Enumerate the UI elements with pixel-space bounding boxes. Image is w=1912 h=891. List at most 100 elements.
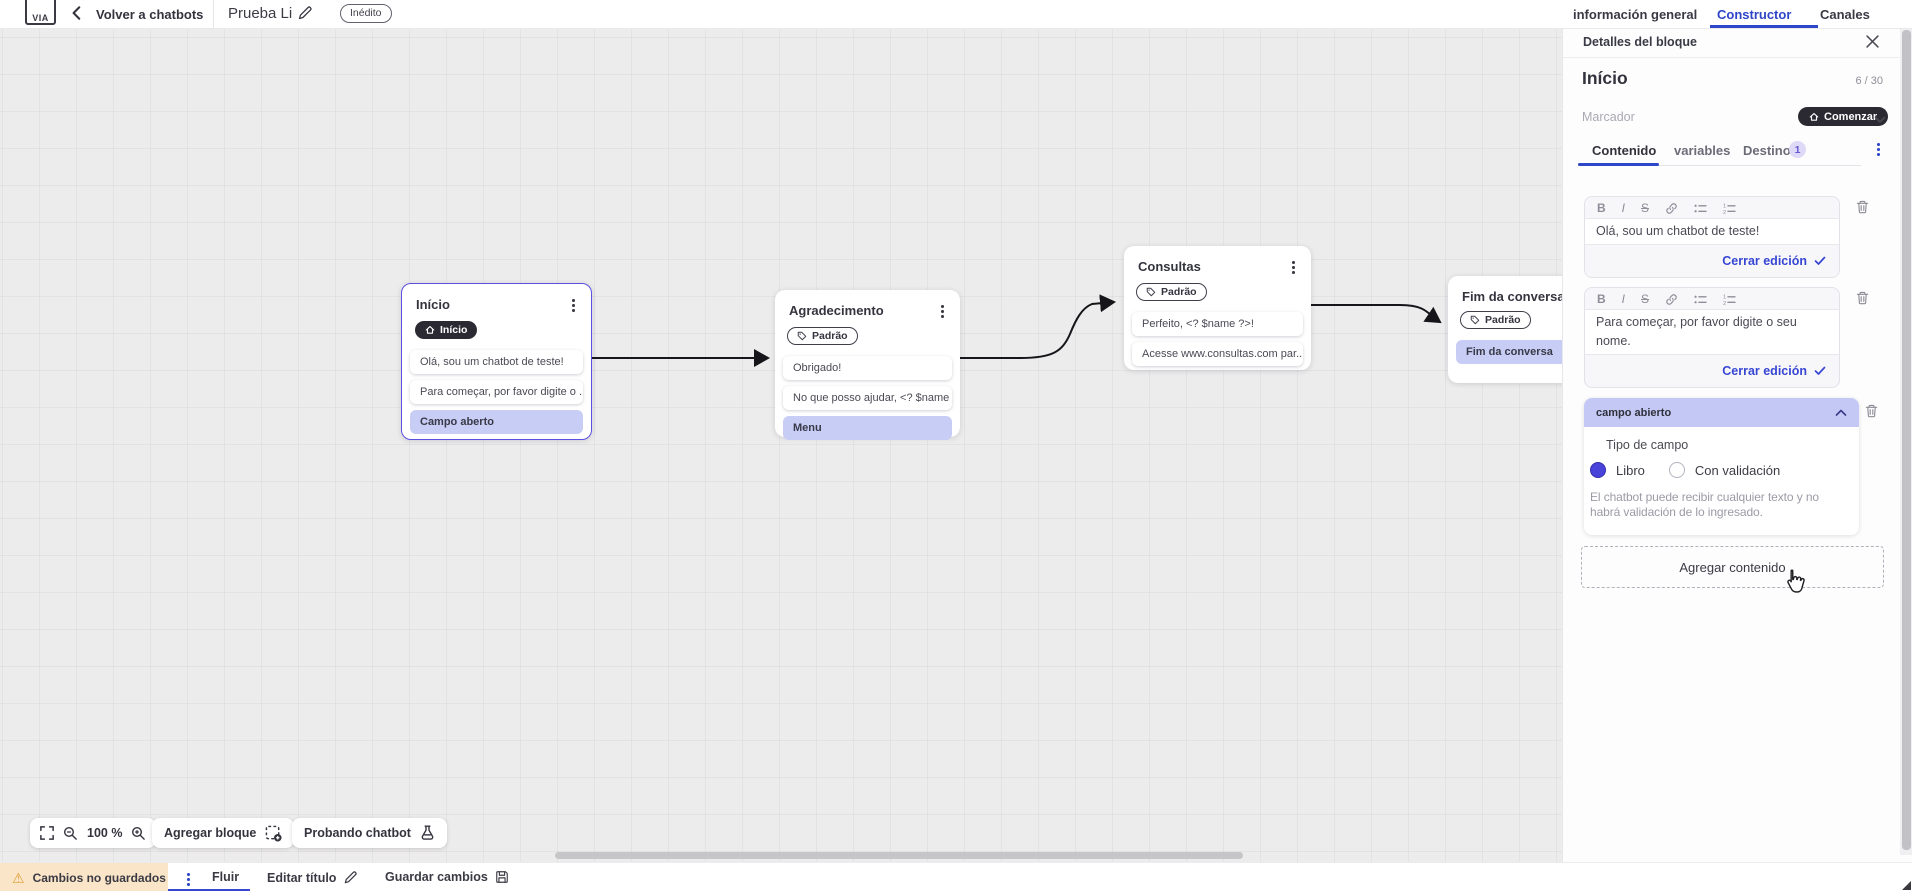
tab-fluir[interactable]: Fluir — [212, 870, 240, 884]
edit-title-icon[interactable] — [297, 5, 313, 26]
save-changes-button[interactable]: Guardar cambios — [385, 870, 509, 884]
block-item-selected[interactable]: Menu — [783, 415, 952, 440]
italic-icon[interactable]: I — [1621, 201, 1626, 215]
close-edit-label: Cerrar edición — [1722, 364, 1807, 378]
test-chatbot-label: Probando chatbot — [304, 826, 411, 840]
top-bar: VIA Volver a chatbots Prueba Li Inédito … — [0, 0, 1912, 29]
chevron-down-icon[interactable] — [1874, 112, 1886, 130]
link-icon[interactable] — [1665, 293, 1678, 306]
flow-block-inicio[interactable]: Início Início Olá, sou um chatbot de tes… — [401, 283, 592, 440]
tab-informacion-general[interactable]: información general — [1573, 7, 1698, 22]
block-menu-icon[interactable] — [1288, 259, 1299, 276]
badge-label: Início — [440, 323, 468, 336]
tag-icon — [1470, 315, 1480, 325]
chevron-up-icon[interactable] — [1835, 408, 1847, 417]
block-title: Consultas — [1138, 259, 1201, 274]
panel-tab-destino[interactable]: Destino — [1743, 143, 1791, 158]
message-text-input[interactable]: Olá, sou um chatbot de teste! — [1585, 218, 1839, 245]
bullet-list-icon[interactable] — [1694, 293, 1707, 306]
active-tab-underline — [1710, 25, 1818, 28]
block-item[interactable]: Obrigado! — [783, 355, 952, 380]
tab-constructor[interactable]: Constructor — [1717, 7, 1792, 22]
message-text-input[interactable]: Para começar, por favor digite o seu nom… — [1585, 309, 1839, 355]
chevron-left-icon — [72, 6, 81, 20]
radio-libro-label[interactable]: Libro — [1616, 462, 1645, 478]
zoom-out-icon[interactable] — [63, 826, 78, 841]
bold-icon[interactable]: B — [1597, 201, 1606, 215]
footer-menu-icon[interactable] — [183, 871, 194, 888]
block-item[interactable]: Para começar, por favor digite o ... — [410, 379, 583, 404]
pencil-icon — [345, 871, 358, 884]
panel-tab-variables[interactable]: variables — [1674, 143, 1731, 158]
strikethrough-icon[interactable]: S — [1641, 201, 1650, 215]
radio-con-validacion[interactable] — [1668, 462, 1685, 478]
italic-icon[interactable]: I — [1621, 292, 1626, 306]
radio-con-validacion-label[interactable]: Con validación — [1694, 462, 1781, 478]
block-item[interactable]: Acesse www.consultas.com par... — [1132, 341, 1303, 366]
close-edit-button[interactable]: Cerrar edición — [1585, 355, 1839, 387]
canvas-horizontal-scrollbar[interactable] — [555, 852, 1243, 859]
tab-canales[interactable]: Canales — [1820, 7, 1870, 22]
radio-libro[interactable] — [1590, 462, 1606, 478]
add-block-button[interactable]: Agregar bloque — [152, 818, 295, 848]
divider — [213, 0, 214, 28]
block-menu-icon[interactable] — [568, 297, 579, 314]
trash-icon[interactable] — [1864, 403, 1879, 424]
chatbot-title: Prueba Li — [228, 5, 293, 22]
block-item-selected[interactable]: Campo aberto — [410, 409, 583, 434]
link-icon[interactable] — [1665, 202, 1678, 215]
zoom-in-icon[interactable] — [131, 826, 146, 841]
test-chatbot-button[interactable]: Probando chatbot — [292, 818, 447, 848]
logo-text: VIA — [32, 13, 49, 23]
add-block-icon — [266, 825, 282, 842]
home-icon — [425, 325, 435, 334]
flask-icon — [421, 825, 434, 840]
block-item[interactable]: Olá, sou um chatbot de teste! — [410, 349, 583, 374]
panel-menu-icon[interactable] — [1873, 141, 1884, 158]
block-menu-icon[interactable] — [937, 303, 948, 320]
mouse-cursor-icon — [1783, 568, 1805, 599]
trash-icon[interactable] — [1855, 290, 1870, 311]
flow-block-consultas[interactable]: Consultas Padrão Perfeito, <? $name ?>! … — [1124, 246, 1311, 370]
char-counter: 6 / 30 — [1855, 75, 1883, 87]
panel-scrollbar[interactable] — [1900, 28, 1912, 855]
marker-value-pill[interactable]: Comenzar — [1798, 107, 1889, 126]
edit-title-button[interactable]: Editar título — [267, 870, 358, 885]
flow-block-agradecimento[interactable]: Agradecimento Padrão Obrigado! No que po… — [775, 290, 960, 440]
close-icon[interactable] — [1866, 35, 1879, 53]
active-flow-tab-underline — [168, 889, 250, 891]
svg-text:2: 2 — [1723, 210, 1726, 215]
close-edit-button[interactable]: Cerrar edición — [1585, 245, 1839, 277]
trash-icon[interactable] — [1855, 199, 1870, 220]
app-logo: VIA — [25, 0, 56, 25]
panel-header: Detalles del bloque — [1563, 28, 1912, 58]
block-name-field[interactable]: Início — [1582, 68, 1628, 88]
save-icon — [496, 871, 508, 883]
block-item[interactable]: Perfeito, <? $name ?>! — [1132, 311, 1303, 336]
status-badge: Início — [415, 320, 478, 339]
fit-screen-icon[interactable] — [40, 826, 54, 840]
svg-text:1: 1 — [1723, 203, 1726, 209]
open-field-card: campo abierto Tipo de campo Libro Con va… — [1584, 398, 1859, 535]
svg-text:1: 1 — [1723, 294, 1726, 300]
block-item[interactable]: No que posso ajudar, <? $name ... — [783, 385, 952, 410]
strikethrough-icon[interactable]: S — [1641, 292, 1650, 306]
add-content-button[interactable]: Agregar contenido — [1581, 546, 1884, 588]
bullet-list-icon[interactable] — [1694, 202, 1707, 215]
panel-tab-contenido[interactable]: Contenido — [1592, 143, 1657, 158]
back-label[interactable]: Volver a chatbots — [96, 7, 204, 22]
back-button[interactable] — [70, 5, 84, 26]
panel-scrollbar-thumb[interactable] — [1902, 30, 1911, 850]
field-helper-text: El chatbot puede recibir cualquier texto… — [1590, 490, 1819, 519]
active-panel-tab-underline — [1578, 163, 1659, 166]
resize-corner-icon — [1902, 881, 1911, 890]
open-field-header[interactable]: campo abierto — [1584, 398, 1859, 427]
block-header: Fim da conversa — [1448, 276, 1620, 304]
block-header: Consultas — [1124, 246, 1311, 276]
bold-icon[interactable]: B — [1597, 292, 1606, 306]
block-details-panel: Detalles del bloque Início 6 / 30 Marcad… — [1562, 28, 1912, 862]
